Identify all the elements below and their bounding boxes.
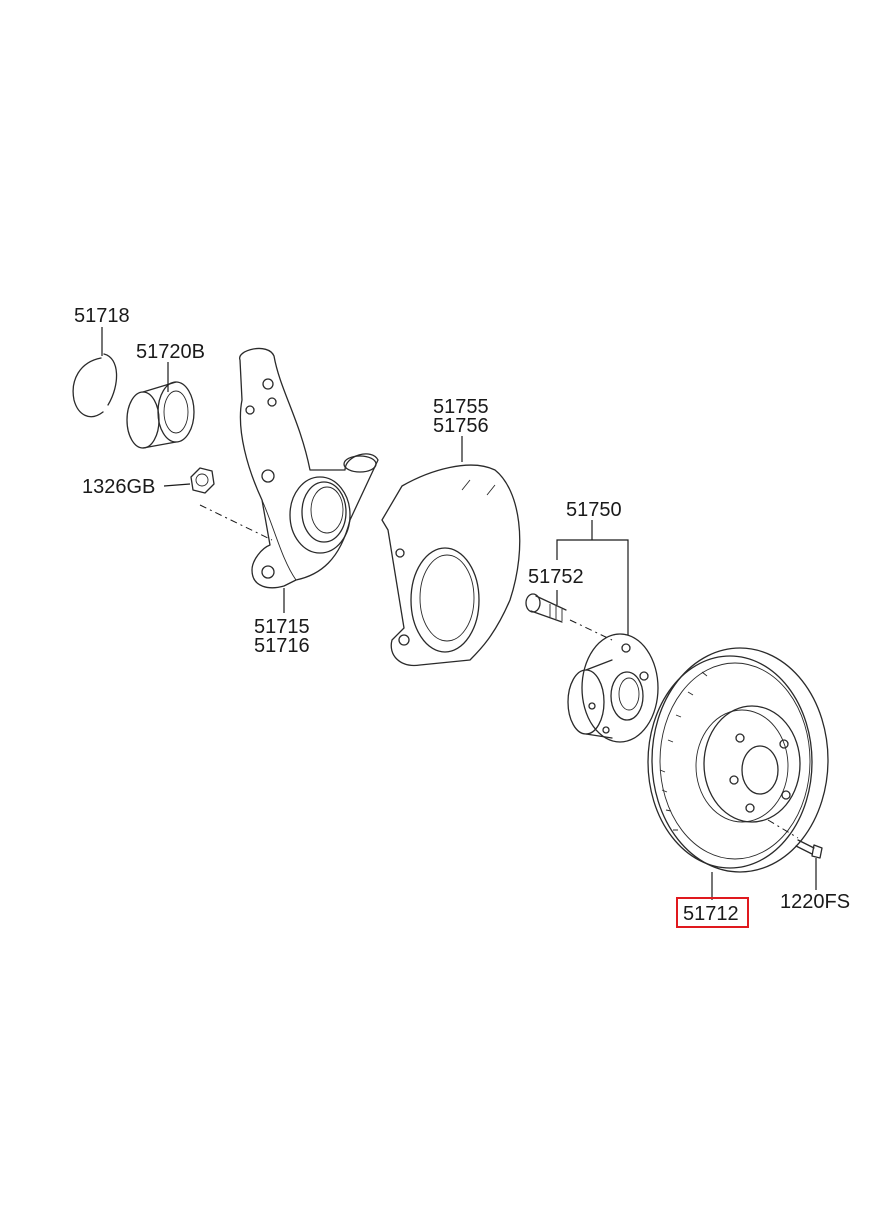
wheel-bearing-drawing: [126, 381, 195, 449]
label-dust-cover-left[interactable]: 51755: [433, 396, 489, 418]
label-nut[interactable]: 1326GB: [82, 476, 155, 498]
leader-1326gb: [163, 483, 191, 487]
label-wheel-bearing[interactable]: 51720B: [136, 341, 205, 363]
label-retaining-ring[interactable]: 51718: [74, 305, 130, 327]
label-disc-screw[interactable]: 1220FS: [780, 891, 850, 913]
label-knuckle-left[interactable]: 51715: [254, 616, 310, 638]
dust-cover-drawing: [381, 464, 521, 667]
label-knuckle-right[interactable]: 51716: [254, 635, 310, 657]
label-hub-bolt[interactable]: 51752: [528, 566, 584, 588]
label-brake-disc[interactable]: 51712: [683, 903, 739, 925]
bolt-axis-line: [569, 619, 613, 641]
nut-drawing: [190, 467, 215, 494]
label-dust-cover-right[interactable]: 51756: [433, 415, 489, 437]
screw-drawing: [795, 839, 823, 859]
retaining-ring-drawing: [72, 353, 118, 418]
highlight-box: [676, 897, 749, 928]
brake-disc-drawing: [647, 647, 829, 873]
hub-bolt-drawing: [525, 593, 567, 623]
label-hub-assembly[interactable]: 51750: [566, 499, 622, 521]
hub-drawing: [567, 633, 659, 743]
screw-axis-line: [767, 819, 799, 839]
nut-axis-line: [199, 504, 273, 541]
knuckle-drawing: [239, 347, 379, 589]
